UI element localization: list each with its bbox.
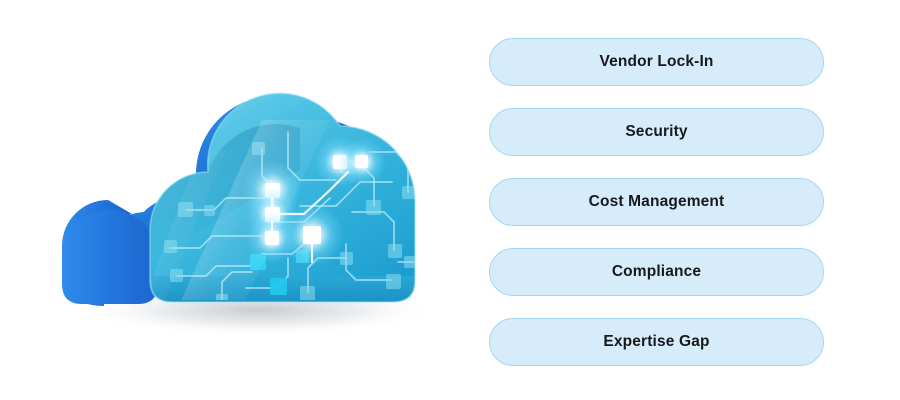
pill-label: Compliance <box>611 263 702 281</box>
pill-security[interactable]: Security <box>489 108 824 156</box>
cloud-computing-icon <box>62 92 436 336</box>
pill-expertise-gap[interactable]: Expertise Gap <box>489 318 824 366</box>
pill-label: Security <box>625 123 688 141</box>
pill-label: Vendor Lock-In <box>599 53 714 71</box>
pill-vendor-lock-in[interactable]: Vendor Lock-In <box>489 38 824 86</box>
cloud-front-outline <box>149 92 416 303</box>
cloud-gloss-highlight <box>150 120 330 300</box>
cloud-illustration <box>62 92 436 336</box>
pill-cost-management[interactable]: Cost Management <box>489 178 824 226</box>
pill-label: Cost Management <box>588 193 725 211</box>
pill-label: Expertise Gap <box>603 333 710 351</box>
challenge-pill-list: Vendor Lock-In Security Cost Management … <box>489 38 824 366</box>
pill-compliance[interactable]: Compliance <box>489 248 824 296</box>
